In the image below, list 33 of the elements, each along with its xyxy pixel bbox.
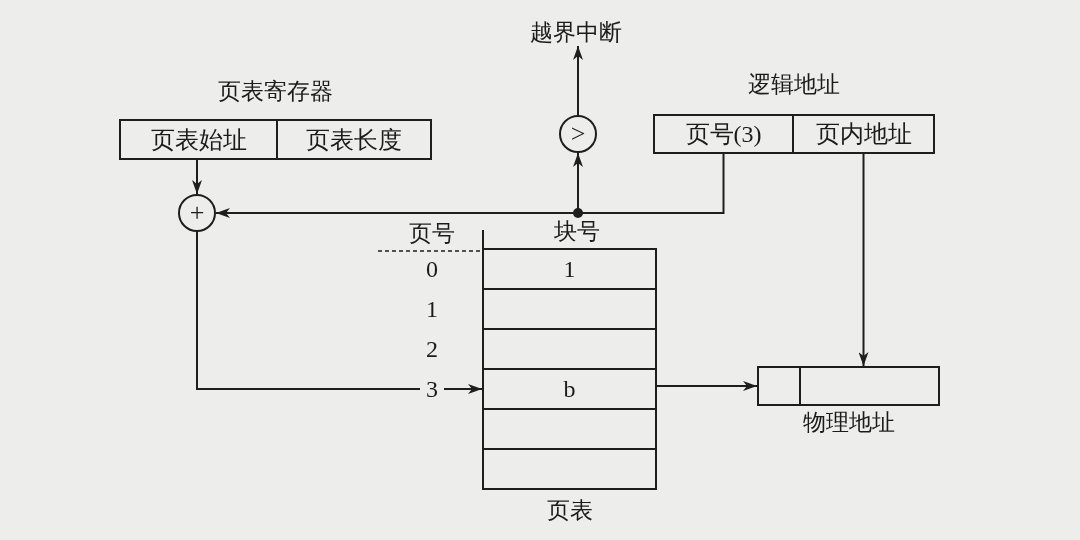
entry-value: b (563, 375, 576, 403)
table-title: 页表 (546, 497, 593, 525)
row-number: 0 (426, 255, 438, 283)
segment-label: 页号(3) (685, 120, 762, 148)
table-row (482, 448, 657, 490)
arrow (196, 231, 483, 394)
address-segment (757, 366, 801, 406)
address-title: 逻辑地址 (748, 71, 840, 99)
connector-line (573, 153, 725, 218)
register-title: 页表寄存器 (218, 78, 333, 106)
segment-label: 页内地址 (815, 120, 912, 148)
segment-label: 页表长度 (306, 125, 402, 154)
register-segment (276, 119, 432, 160)
arrow (192, 159, 202, 195)
row-number: 2 (426, 335, 438, 363)
column-header: 块号 (554, 218, 600, 246)
entry-value: 1 (563, 255, 576, 283)
address-segment (653, 114, 794, 154)
arrow (573, 45, 583, 116)
address-segment (792, 114, 935, 154)
register-segment (119, 119, 278, 160)
row-number: 1 (426, 295, 438, 323)
segment-label: 页表始址 (150, 125, 247, 154)
arrow (656, 381, 758, 391)
adder-circle: + (178, 194, 216, 232)
column-header: 页号 (409, 220, 455, 248)
address-segment (799, 366, 940, 406)
table-row (482, 408, 657, 450)
comparator-circle: > (559, 115, 597, 153)
table-row (482, 368, 657, 410)
signal-label: 越界中断 (530, 19, 622, 46)
arrow (858, 153, 869, 367)
address-title: 物理地址 (802, 409, 895, 437)
